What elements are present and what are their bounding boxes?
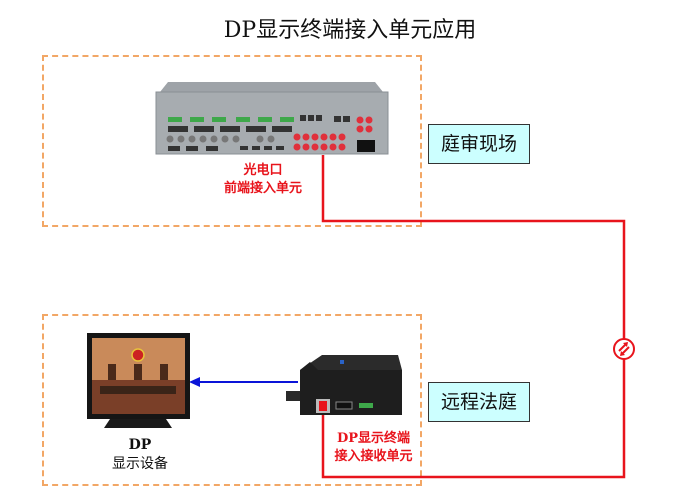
receiver-caption-line-1: DP显示终端 [336, 431, 411, 446]
bidirectional-fiber-icon [613, 338, 635, 360]
front-unit-caption-line-2: 前端接入单元 [223, 181, 302, 196]
courtroom-zone [42, 55, 422, 227]
front-unit-caption-line-1: 光电口 [243, 163, 283, 178]
receiver-caption: DP显示终端 接入接收单元 [326, 430, 421, 466]
receiver-caption-line-2: 接入接收单元 [334, 449, 413, 464]
diagram-title: DP显示终端接入单元应用 [223, 18, 477, 43]
display-caption: DP 显示设备 [92, 436, 188, 474]
remote-court-zone [42, 314, 422, 486]
remote-court-label: 远程法庭 [428, 382, 530, 422]
courtroom-label: 庭审现场 [428, 124, 530, 164]
display-caption-dp: DP [128, 437, 152, 453]
front-unit-caption: 光电口 前端接入单元 [218, 162, 308, 198]
arrow-head-icon [189, 377, 200, 387]
display-caption-text: 显示设备 [112, 456, 168, 472]
